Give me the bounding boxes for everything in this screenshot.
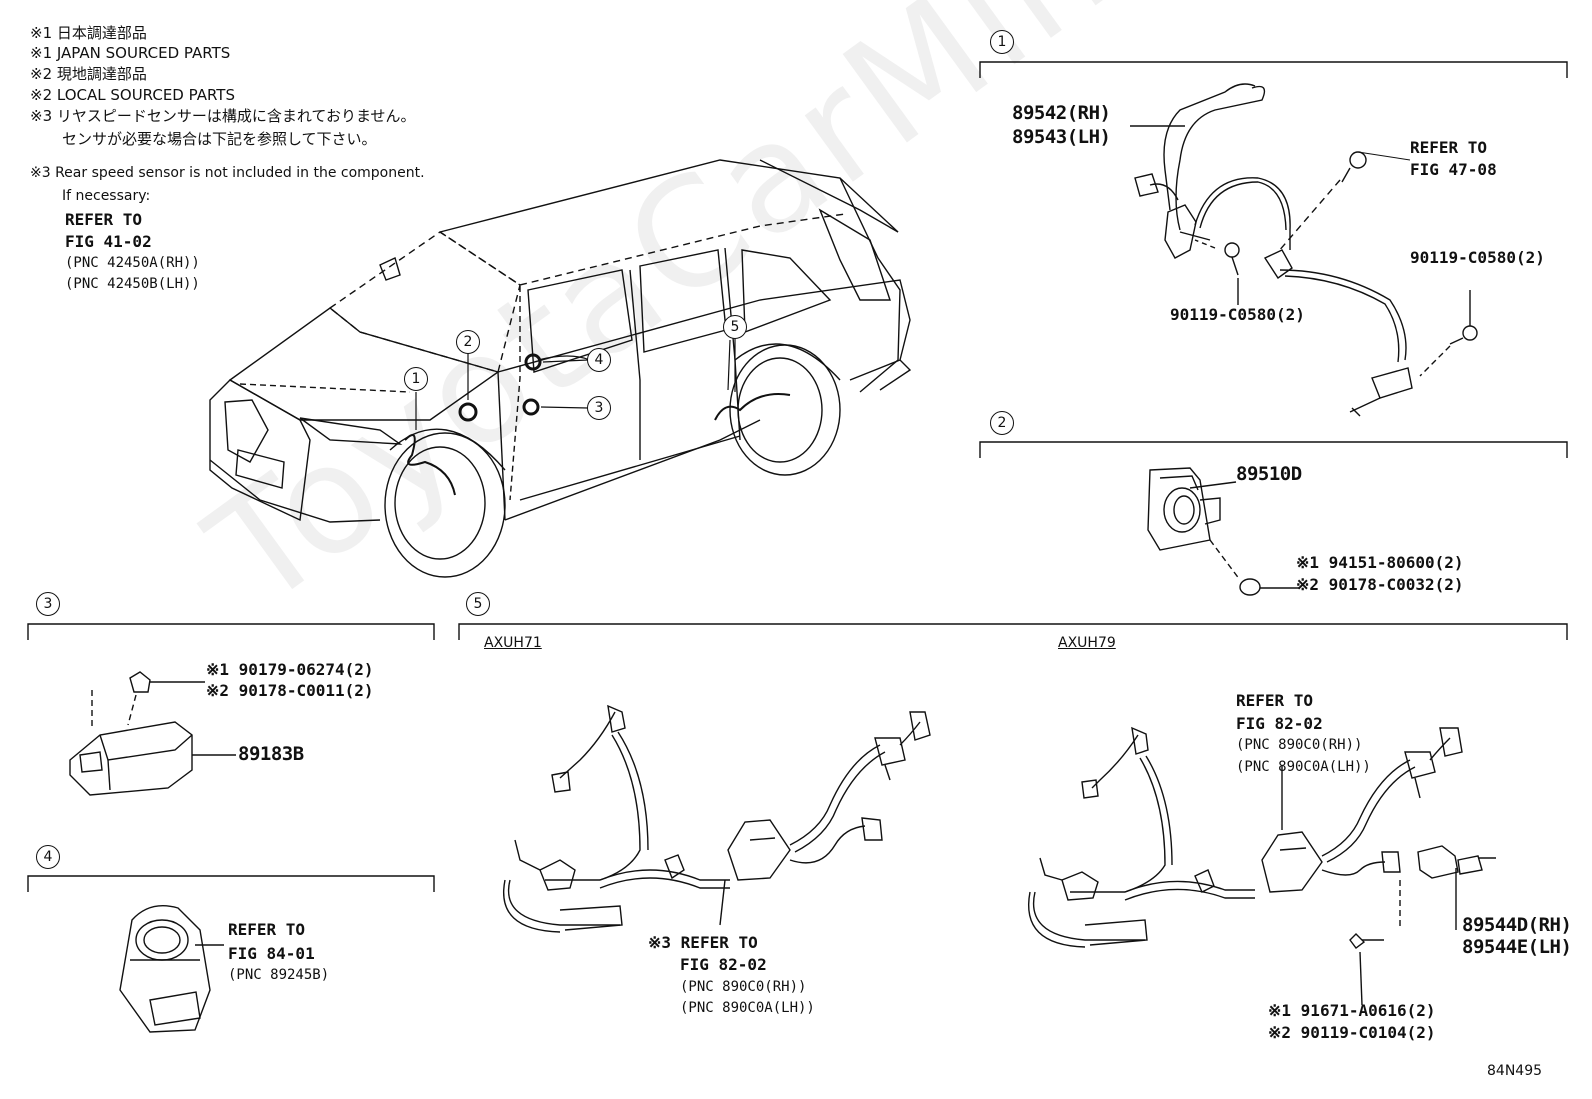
s5a-pnc-lh: (PNC 890C0A(LH)) bbox=[680, 1000, 815, 1016]
note-japan-sourced-jp: ※1 日本調達部品 bbox=[30, 24, 147, 42]
s2-nut-1: ※1 94151-80600(2) bbox=[1296, 553, 1464, 572]
part-89543-lh: 89543(LH) bbox=[1012, 126, 1111, 148]
part-89510d: 89510D bbox=[1236, 463, 1302, 485]
part-89183b: 89183B bbox=[238, 743, 304, 765]
s4-refer-to: REFER TO bbox=[228, 920, 306, 939]
s5b-pnc-lh: (PNC 890C0A(LH)) bbox=[1236, 759, 1371, 775]
note-rear-sensor-jp-1: ※3 リヤスピードセンサーは構成に含まれておりません。 bbox=[30, 107, 416, 125]
s1-bolt-middle: 90119-C0580(2) bbox=[1170, 305, 1305, 324]
car-callout-1: 1 bbox=[404, 367, 428, 391]
variant-axuh71: AXUH71 bbox=[484, 635, 542, 651]
section-1-number: 1 bbox=[990, 30, 1014, 54]
steering-angle-sensor bbox=[119, 905, 224, 1033]
wire-harness-axuh71 bbox=[503, 704, 931, 933]
note-local-sourced-jp: ※2 現地調達部品 bbox=[30, 65, 147, 83]
car-callout-3: 3 bbox=[587, 396, 611, 420]
s3-nut-2: ※2 90178-C0011(2) bbox=[206, 681, 374, 700]
s1-fig: FIG 47-08 bbox=[1410, 160, 1497, 179]
s5b-refer-to: REFER TO bbox=[1236, 691, 1314, 710]
car-callout-5: 5 bbox=[723, 315, 747, 339]
s2-nut-2: ※2 90178-C0032(2) bbox=[1296, 575, 1464, 594]
s5b-bolt-2: ※2 90119-C0104(2) bbox=[1268, 1023, 1436, 1042]
s1-bolt-right: 90119-C0580(2) bbox=[1410, 248, 1545, 267]
s3-nut-1: ※1 90179-06274(2) bbox=[206, 660, 374, 679]
part-89542-rh: 89542(RH) bbox=[1012, 102, 1111, 124]
note-rear-sensor-en: ※3 Rear speed sensor is not included in … bbox=[30, 165, 425, 181]
s5a-refer-to: ※3 REFER TO bbox=[648, 933, 758, 952]
s5a-pnc-rh: (PNC 890C0(RH)) bbox=[680, 979, 807, 995]
section-3-number: 3 bbox=[36, 592, 60, 616]
drawing-code: 84N495 bbox=[1487, 1063, 1543, 1079]
note-fig: FIG 41-02 bbox=[65, 232, 152, 251]
s4-fig: FIG 84-01 bbox=[228, 944, 315, 963]
note-local-sourced-en: ※2 LOCAL SOURCED PARTS bbox=[30, 86, 235, 104]
section-5-number: 5 bbox=[466, 592, 490, 616]
section-brackets bbox=[27, 61, 1568, 892]
s5b-pnc-rh: (PNC 890C0(RH)) bbox=[1236, 737, 1363, 753]
s1-refer-to: REFER TO bbox=[1410, 138, 1488, 157]
car-callout-2: 2 bbox=[456, 330, 480, 354]
note-pnc-lh: (PNC 42450B(LH)) bbox=[65, 276, 200, 292]
note-japan-sourced-en: ※1 JAPAN SOURCED PARTS bbox=[30, 44, 231, 62]
s4-pnc: (PNC 89245B) bbox=[228, 967, 330, 983]
note-pnc-rh: (PNC 42450A(RH)) bbox=[65, 255, 200, 271]
callout-leaders bbox=[415, 338, 736, 430]
yaw-rate-sensor bbox=[1147, 467, 1300, 596]
note-rear-sensor-jp-2: センサが必要な場合は下記を参照して下さい。 bbox=[62, 130, 377, 148]
s5a-fig: FIG 82-02 bbox=[680, 955, 767, 974]
wire-harness-axuh79 bbox=[1028, 726, 1496, 1006]
part-89544d-rh: 89544D(RH) bbox=[1462, 914, 1572, 936]
part-89544e-lh: 89544E(LH) bbox=[1462, 936, 1572, 958]
section-4-number: 4 bbox=[36, 845, 60, 869]
s5b-bolt-1: ※1 91671-A0616(2) bbox=[1268, 1001, 1436, 1020]
front-speed-sensor bbox=[1130, 83, 1478, 417]
note-if-necessary: If necessary: bbox=[62, 188, 151, 204]
section-2-number: 2 bbox=[990, 411, 1014, 435]
note-refer-to: REFER TO bbox=[65, 210, 143, 229]
sensor-module bbox=[69, 671, 236, 796]
vehicle-outline bbox=[209, 159, 912, 578]
car-callout-4: 4 bbox=[587, 348, 611, 372]
variant-axuh79: AXUH79 bbox=[1058, 635, 1116, 651]
s5b-fig: FIG 82-02 bbox=[1236, 714, 1323, 733]
